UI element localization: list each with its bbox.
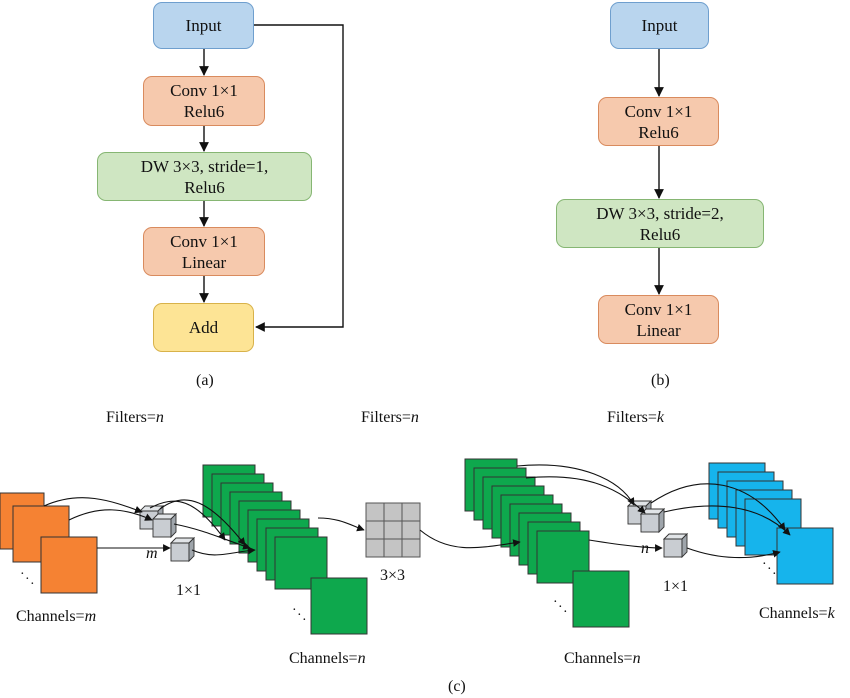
a-conv1-line1: Conv 1×1 — [170, 81, 238, 100]
filters-label-3-var: k — [656, 409, 665, 426]
orange-dots-2: · — [25, 572, 30, 587]
curve-cube-blue-2 — [663, 505, 791, 536]
cube-2c — [662, 532, 689, 559]
filters-label-1-var: n — [155, 409, 164, 426]
curve-green2-cube-1 — [516, 464, 635, 506]
a-input-label: Input — [185, 16, 222, 35]
green-stack-2 — [464, 458, 630, 628]
channels-n1-var: n — [357, 650, 366, 667]
caption-b: (b) — [651, 372, 670, 389]
channels-n2-text: Channels= — [564, 650, 633, 667]
curve-green2-cube-2 — [525, 476, 646, 514]
green-stack-1 — [202, 464, 368, 635]
connection-curves — [43, 464, 791, 559]
green1-dots-3: · — [302, 613, 307, 628]
curve-cube2-green — [173, 523, 251, 550]
b-conv1-line1: Conv 1×1 — [624, 101, 693, 121]
a-add-box: Add — [153, 303, 254, 352]
cube-n-text: n — [641, 540, 649, 557]
b-conv2-box: Conv 1×1 Linear — [598, 295, 719, 344]
green2-dots-3: · — [563, 605, 568, 620]
blue-dots-3: · — [772, 567, 777, 582]
a-input-box: Input — [153, 2, 254, 49]
b-dw-box: DW 3×3, stride=2, Relu6 — [556, 199, 764, 248]
channels-n1-label: Channels=n — [289, 650, 366, 668]
green1-dots-2: · — [297, 608, 302, 623]
channels-m-var: m — [84, 608, 97, 625]
green2-dots-2: · — [558, 600, 563, 615]
orange-feature-maps — [0, 492, 98, 594]
orange-dots: · — [20, 567, 25, 582]
orange-dots-3: · — [30, 577, 35, 592]
curve-cube1-top — [149, 500, 226, 541]
filters-label-1: Filters=n — [106, 409, 164, 427]
channels-n1-text: Channels= — [289, 650, 358, 667]
kernel-3x3-label: 3×3 — [380, 567, 406, 584]
cube-1b — [151, 512, 178, 539]
orange-map-3 — [40, 536, 98, 594]
a-add-label: Add — [188, 318, 219, 337]
b-conv2-line2: Linear — [636, 320, 681, 340]
a-dw-line1: DW 3×3, stride=1, — [140, 156, 269, 176]
filters-label-1-text: Filters= — [106, 409, 156, 426]
a-arrows — [199, 24, 344, 332]
channels-n2-var: n — [632, 650, 641, 667]
a-conv1-line2: Relu6 — [183, 102, 225, 121]
filters-label-2-var: n — [410, 409, 419, 426]
b-input-label: Input — [641, 16, 678, 35]
curve-cube-blue-3 — [686, 547, 781, 559]
a-conv2-line2: Linear — [181, 252, 227, 272]
cube-n-label: n — [641, 540, 649, 558]
channels-n2-label: Channels=n — [564, 650, 641, 668]
curve-orange-cube-2 — [68, 509, 153, 521]
curve-cube3-green — [191, 546, 256, 556]
channels-k-text: Channels= — [759, 605, 828, 622]
kernel-1x1-label-a: 1×1 — [176, 582, 202, 599]
a-conv2-line1: Conv 1×1 — [170, 231, 238, 251]
curve-cube1-green — [159, 499, 246, 546]
channels-k-label: Channels=k — [759, 605, 835, 623]
filters-label-3: Filters=k — [607, 409, 664, 427]
channels-m-text: Channels= — [16, 608, 85, 625]
cube-2b — [639, 507, 666, 534]
a-dw-box: DW 3×3, stride=1, Relu6 — [97, 152, 312, 201]
channels-m-label: Channels=m — [16, 608, 96, 626]
b-conv1-line2: Relu6 — [638, 122, 679, 142]
cube-1c — [169, 536, 196, 563]
blue-feature-maps — [708, 462, 834, 585]
kernel-1x1-label-b: 1×1 — [663, 578, 689, 595]
cube-m-text: m — [146, 545, 158, 562]
curve-green-grid — [317, 517, 365, 532]
grid-kernel-3x3 — [365, 502, 421, 558]
green2-dots: · — [553, 595, 558, 610]
green1-dots: · — [292, 603, 297, 618]
curve-cube-blue-1 — [650, 483, 786, 531]
a-conv2-box: Conv 1×1 Linear — [143, 227, 265, 276]
caption-c: (c) — [448, 678, 466, 695]
curve-orange-cube-1 — [43, 497, 143, 514]
b-dw-line1: DW 3×3, stride=2, — [596, 203, 724, 223]
blue-dots-2: · — [767, 562, 772, 577]
caption-a: (a) — [196, 372, 214, 389]
channels-k-var: k — [827, 605, 835, 622]
curve-green2-cube-3 — [588, 539, 663, 552]
a-skip-connection — [254, 24, 344, 332]
filters-label-2-text: Filters= — [361, 409, 411, 426]
blue-dots: · — [762, 557, 767, 572]
a-conv1-box: Conv 1×1 Relu6 — [143, 76, 265, 126]
cube-m-label: m — [146, 545, 158, 563]
b-conv2-line1: Conv 1×1 — [624, 299, 693, 319]
a-dw-line2: Relu6 — [184, 177, 225, 197]
curve-grid-green2 — [419, 529, 521, 549]
filters-label-2: Filters=n — [361, 409, 419, 427]
b-conv1-box: Conv 1×1 Relu6 — [598, 97, 719, 146]
b-dw-line2: Relu6 — [639, 224, 681, 244]
b-input-box: Input — [610, 2, 709, 49]
filters-label-3-text: Filters= — [607, 409, 657, 426]
